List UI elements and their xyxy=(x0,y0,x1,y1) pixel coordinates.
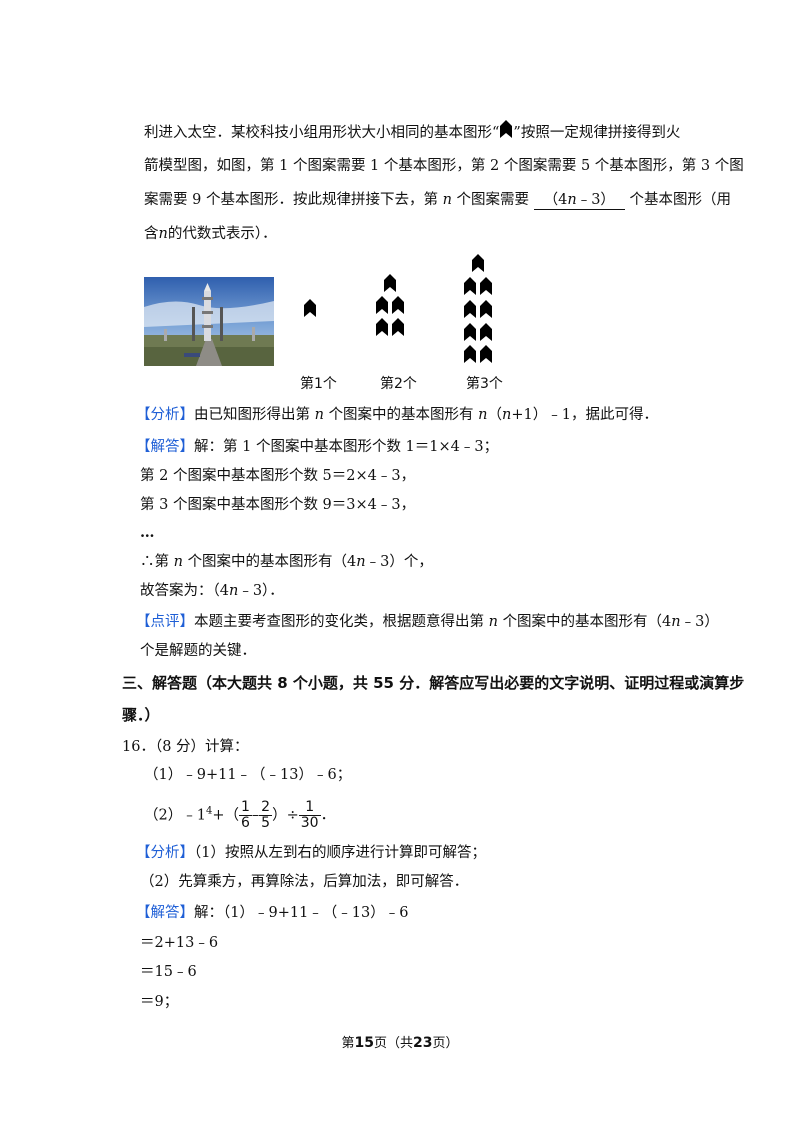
therefore-line: ∴第 n 个图案中的基本图形有（4n﹣3）个， xyxy=(140,554,433,570)
intro-line-4: 含n的代数式表示）． xyxy=(144,226,277,242)
q16-analysis-line-2: （2）先算乘方，再算除法，后算加法，即可解答． xyxy=(140,874,469,890)
q16-analysis-tag: 【分析】 xyxy=(136,845,194,861)
analysis-tag: 【分析】 xyxy=(136,407,194,423)
rocket-pattern-2 xyxy=(376,274,404,336)
answer-blank: （4n﹣3） xyxy=(533,191,625,210)
section-heading-line-2: 骤．） xyxy=(122,706,160,724)
question-16-part-1: （1）﹣9+11﹣（﹣13）﹣6； xyxy=(144,767,352,783)
page-footer: 第15页（共23页） xyxy=(341,1035,459,1051)
total-pages: 23 xyxy=(413,1035,433,1051)
answer-line-1: 【解答】解：第 1 个图案中基本图形个数 1＝1×4﹣3； xyxy=(136,439,499,455)
comment-tag: 【点评】 xyxy=(136,614,194,630)
analysis-line: 【分析】由已知图形得出第 n 个图案中的基本图形有 n（n+1）﹣1，据此可得． xyxy=(136,407,658,423)
answer-line-3: 第 3 个图案中基本图形个数 9＝3×4﹣3， xyxy=(140,497,416,513)
comment-line-2: 个是解题的关键． xyxy=(140,643,256,659)
rocket-pattern-3 xyxy=(464,254,492,363)
q16-answer-line-1: 【解答】解：（1）﹣9+11﹣（﹣13）﹣6 xyxy=(136,905,409,921)
caption-pattern-2: 第2个 xyxy=(380,376,417,392)
rocket-pattern-1 xyxy=(304,299,316,317)
question-16-title: 16．（8 分）计算： xyxy=(122,739,249,755)
intro-line-2: 箭模型图，如图，第 1 个图案需要 1 个基本图形，第 2 个图案需要 5 个基… xyxy=(144,158,744,174)
q16-answer-tag: 【解答】 xyxy=(136,905,194,921)
caption-pattern-1: 第1个 xyxy=(300,376,337,392)
ellipsis: … xyxy=(140,524,155,541)
final-answer-line: 故答案为：（4n﹣3）． xyxy=(140,583,284,599)
section-heading-line-1: 三、解答题（本大题共 8 个小题，共 55 分．解答应写出必要的文字说明、证明过… xyxy=(122,674,745,692)
q16-analysis-line-1: 【分析】（1）按照从左到右的顺序进行计算即可解答； xyxy=(136,845,486,861)
comment-line-1: 【点评】本题主要考查图形的变化类，根据题意得出第 n 个图案中的基本图形有（4n… xyxy=(136,614,719,630)
intro-line-3: 案需要 9 个基本图形．按此规律拼接下去，第 n 个图案需要 （4n﹣3） 个基… xyxy=(144,191,732,210)
q16-step-3: ＝9； xyxy=(140,994,179,1010)
page-number: 15 xyxy=(354,1035,374,1051)
q16-step-2: ＝15﹣6 xyxy=(140,964,197,980)
basic-shape-icon xyxy=(499,119,513,139)
q16-step-1: ＝2+13﹣6 xyxy=(140,935,219,951)
intro-line-1: 利进入太空．某校科技小组用形状大小相同的基本图形“”按照一定规律拼接得到火 xyxy=(144,119,680,143)
caption-pattern-3: 第3个 xyxy=(466,376,503,392)
answer-line-2: 第 2 个图案中基本图形个数 5＝2×4﹣3， xyxy=(140,468,416,484)
rocket-launch-photo xyxy=(144,277,274,366)
answer-tag: 【解答】 xyxy=(136,439,194,455)
